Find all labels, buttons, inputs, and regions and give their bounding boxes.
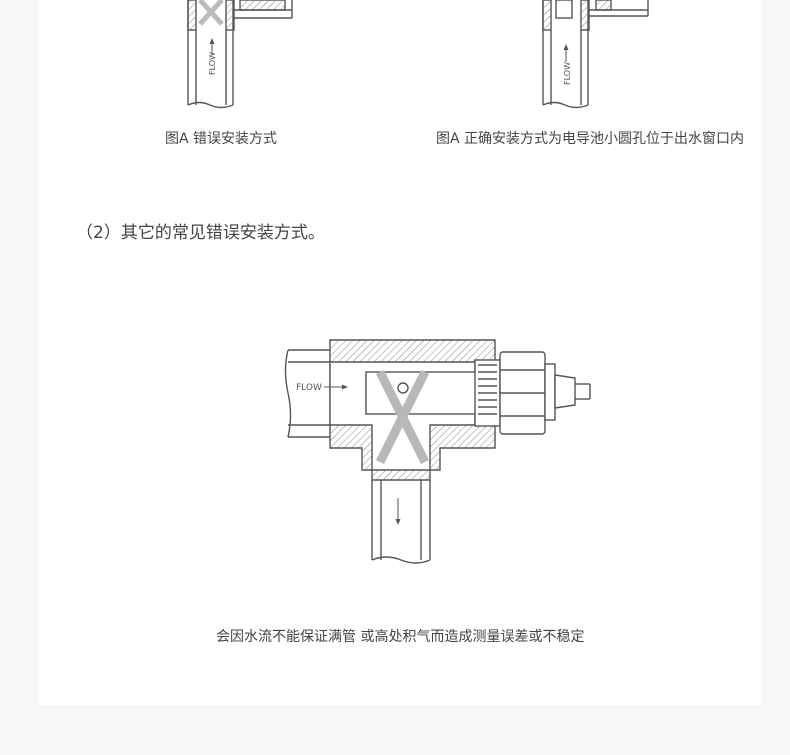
- figure-a-wrong: [187, 0, 293, 109]
- caption-wrong-installation: 图A 错误安装方式: [165, 131, 278, 147]
- flow-label-a2: FLOW: [563, 62, 572, 85]
- section-heading: （2）其它的常见错误安装方式。: [76, 223, 325, 243]
- flow-label-a: FLOW: [208, 52, 217, 75]
- x-mark-other-wrong: [375, 369, 430, 465]
- caption-other-wrong: 会因水流不能保证满管 或高处积气而造成测量误差或不稳定: [216, 629, 585, 645]
- caption-correct-installation: 图A 正确安装方式为电导池小圆孔位于出水窗口内: [436, 131, 745, 147]
- flow-label-bottom: FLOW: [296, 383, 322, 393]
- figure-other-wrong: [284, 339, 591, 564]
- figure-a-correct: [542, 0, 649, 109]
- x-mark-wrong: [198, 0, 224, 26]
